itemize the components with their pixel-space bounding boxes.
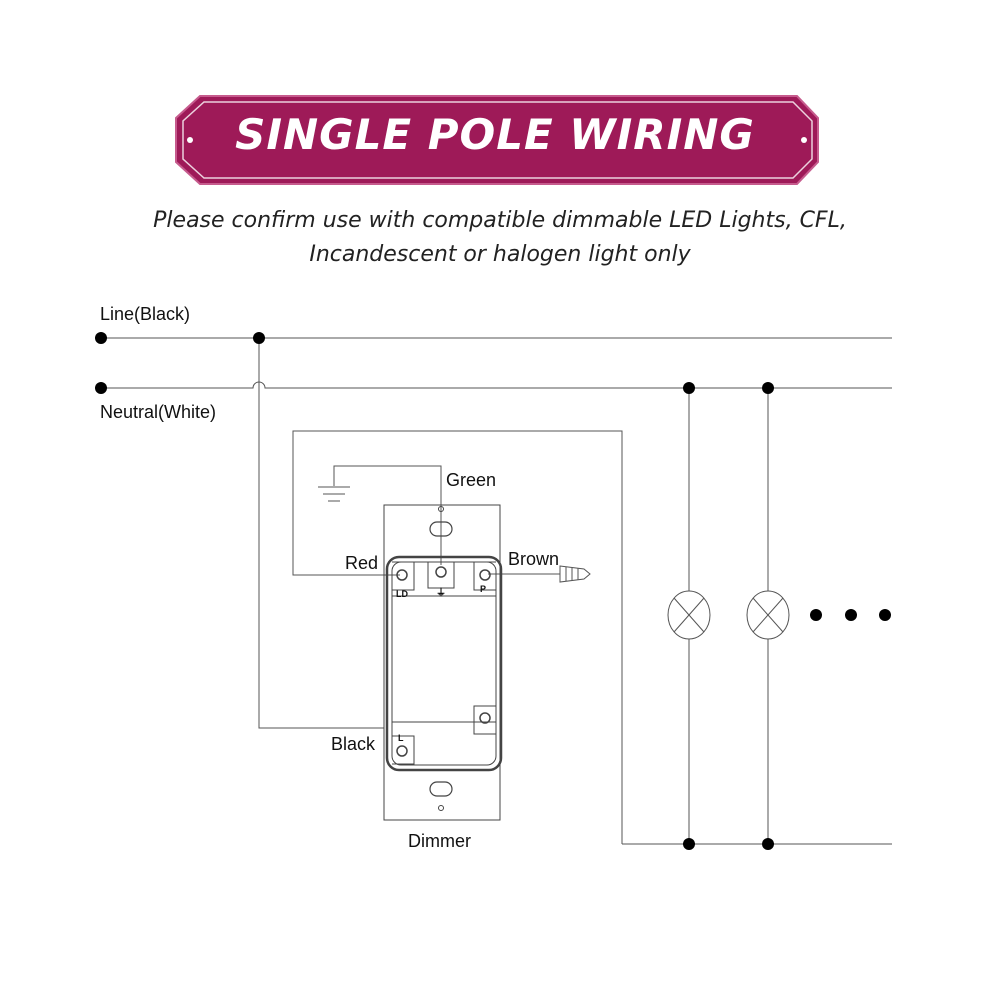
neutral-label: Neutral(White): [100, 402, 216, 422]
ellipsis-dot-1: [810, 609, 822, 621]
title-banner: [175, 95, 819, 185]
green-wire: [333, 465, 442, 565]
dimmer-wall-plate: [383, 504, 501, 821]
lamp-1-icon: [667, 590, 711, 640]
red-label: Red: [345, 553, 378, 573]
dimmer-label: Dimmer: [408, 831, 471, 851]
ellipsis-dot-3: [879, 609, 891, 621]
compatibility-note: Please confirm use with compatible dimma…: [60, 204, 940, 272]
dimmer-body: [385, 555, 503, 772]
brown-label: Brown: [508, 549, 559, 569]
terminal-ld-screw: [396, 569, 408, 581]
compatibility-note-line-1: Please confirm use with compatible dimma…: [153, 208, 847, 233]
lamp-1-return-dot: [683, 838, 695, 850]
dimmer-screw-top: [438, 506, 444, 512]
green-label: Green: [446, 470, 496, 490]
line-label: Line(Black): [100, 304, 190, 324]
terminal-ground-screw: [435, 566, 447, 578]
neutral-terminal-dot: [95, 382, 107, 394]
red-wire: [292, 430, 623, 844]
terminal-p-screw: [479, 569, 491, 581]
dimmer-screw-bottom: [438, 805, 444, 811]
line-junction-dot: [253, 332, 265, 344]
lamp-2-return-dot: [762, 838, 774, 850]
terminal-p-label: P: [480, 584, 486, 594]
page-title: SINGLE POLE WIRING: [235, 110, 755, 159]
terminal-l-screw: [396, 745, 408, 757]
terminal-ld-label: LD: [396, 589, 408, 599]
lamp-1-neutral-dot: [683, 382, 695, 394]
terminal-ground-label: ⏚: [436, 587, 446, 599]
dimmer-yoke-slot-top: [429, 521, 453, 537]
banner-inner-border: [182, 101, 813, 179]
compatibility-note-line-2: Incandescent or halogen light only: [309, 242, 691, 267]
lamp-2-icon: [746, 590, 790, 640]
black-wire: [258, 338, 384, 729]
dimmer-yoke-slot-bottom: [429, 781, 453, 797]
mounting-screw: [479, 712, 491, 724]
ellipsis-dot-2: [845, 609, 857, 621]
banner-plate: [175, 95, 819, 185]
lamp-2-neutral-dot: [762, 382, 774, 394]
banner-rivet-right: [801, 137, 807, 143]
wire-nut-icon: [559, 565, 591, 583]
black-label: Black: [331, 734, 376, 754]
terminal-l-label: L: [398, 733, 404, 743]
banner-rivet-left: [187, 137, 193, 143]
line-terminal-dot: [95, 332, 107, 344]
ground-symbol-icon: [318, 486, 350, 502]
dimmer-device: [383, 504, 503, 821]
